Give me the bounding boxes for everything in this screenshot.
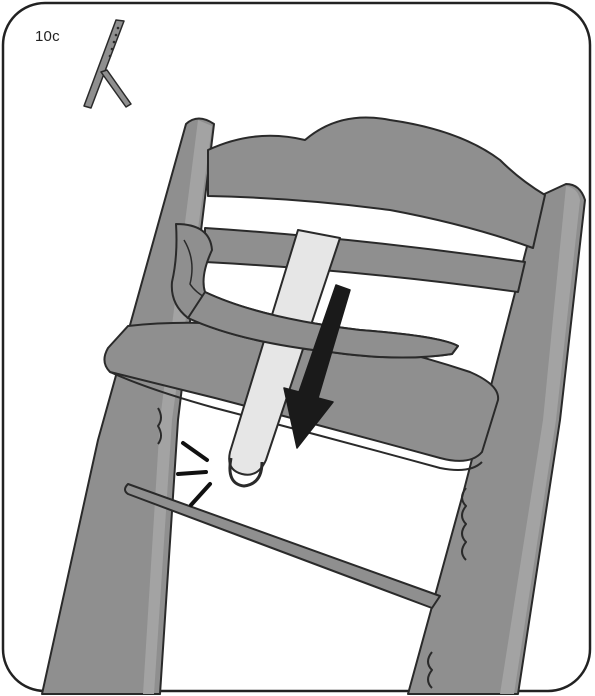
step-label: 10c: [35, 28, 60, 45]
